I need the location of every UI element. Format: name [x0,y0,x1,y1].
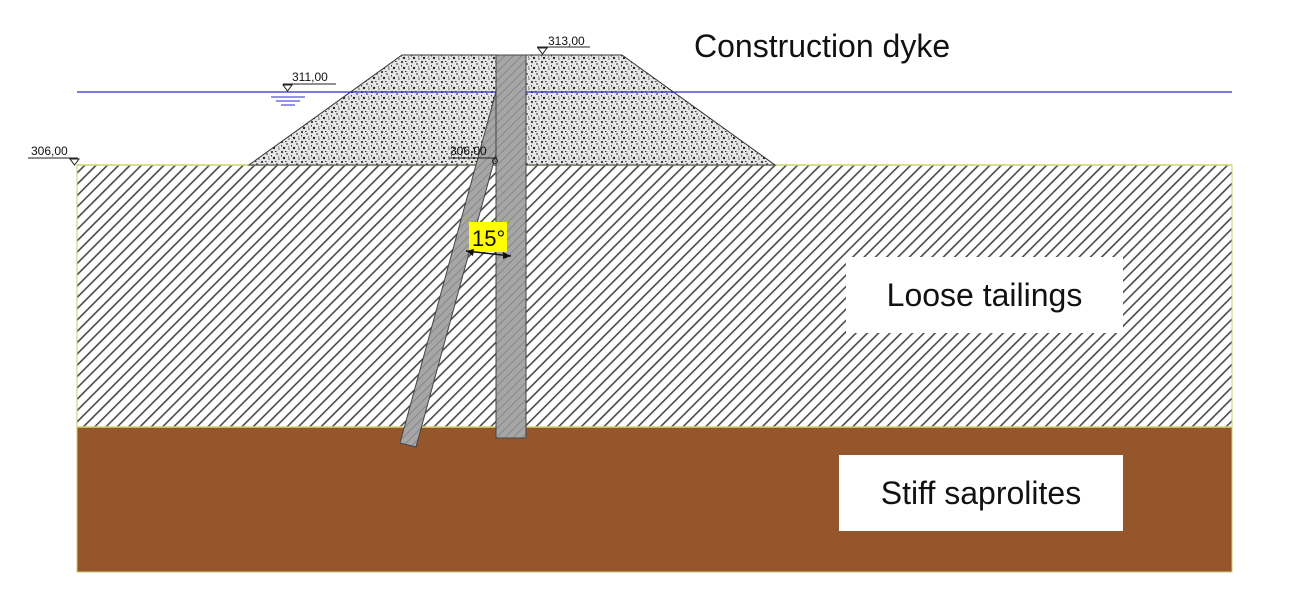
ground-left-elevation: 306,00 [31,144,68,158]
dyke-crest-elevation: 313,00 [548,34,585,48]
construction-dyke-label: Construction dyke [694,28,951,64]
ground-center-elevation-marker: 306,00 [449,144,498,164]
stiff-saprolites-label: Stiff saprolites [839,455,1123,531]
angle-annotation: 15° [465,222,512,259]
ground-center-elevation: 306,00 [450,144,487,158]
dyke-crest-elevation-marker: 313,00 [537,34,590,55]
angle-label: 15° [472,226,505,251]
ground-left-elevation-marker: 306,00 [28,144,80,166]
angle-tag [469,222,507,252]
loose-tailings-label: Loose tailings [846,257,1123,333]
water-level-elevation: 311,00 [292,70,328,84]
water-level-marker: 311,00 [271,70,336,106]
